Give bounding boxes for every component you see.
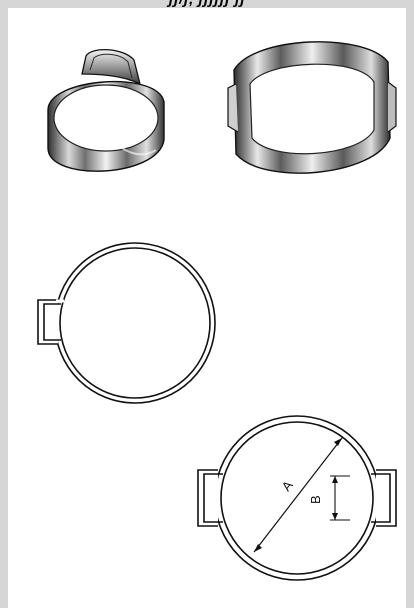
ear-width-label-b: B [308, 495, 323, 504]
frame-left [0, 8, 8, 608]
diameter-label-a: A [279, 478, 296, 494]
frame-right [406, 8, 414, 608]
single-ear-clamp-photo [47, 49, 165, 172]
header-band: ʃʃ/ʃ, ʃʃʃʃʃʃ ʃʃ [0, 0, 414, 8]
single-ear-outline-drawing [37, 242, 216, 404]
header-band-text: ʃʃ/ʃ, ʃʃʃʃʃʃ ʃʃ [0, 0, 414, 8]
double-ear-clamp-photo [227, 36, 397, 174]
diameter-dimension-line [253, 437, 343, 553]
double-ear-outline-drawing: A B [197, 415, 397, 581]
